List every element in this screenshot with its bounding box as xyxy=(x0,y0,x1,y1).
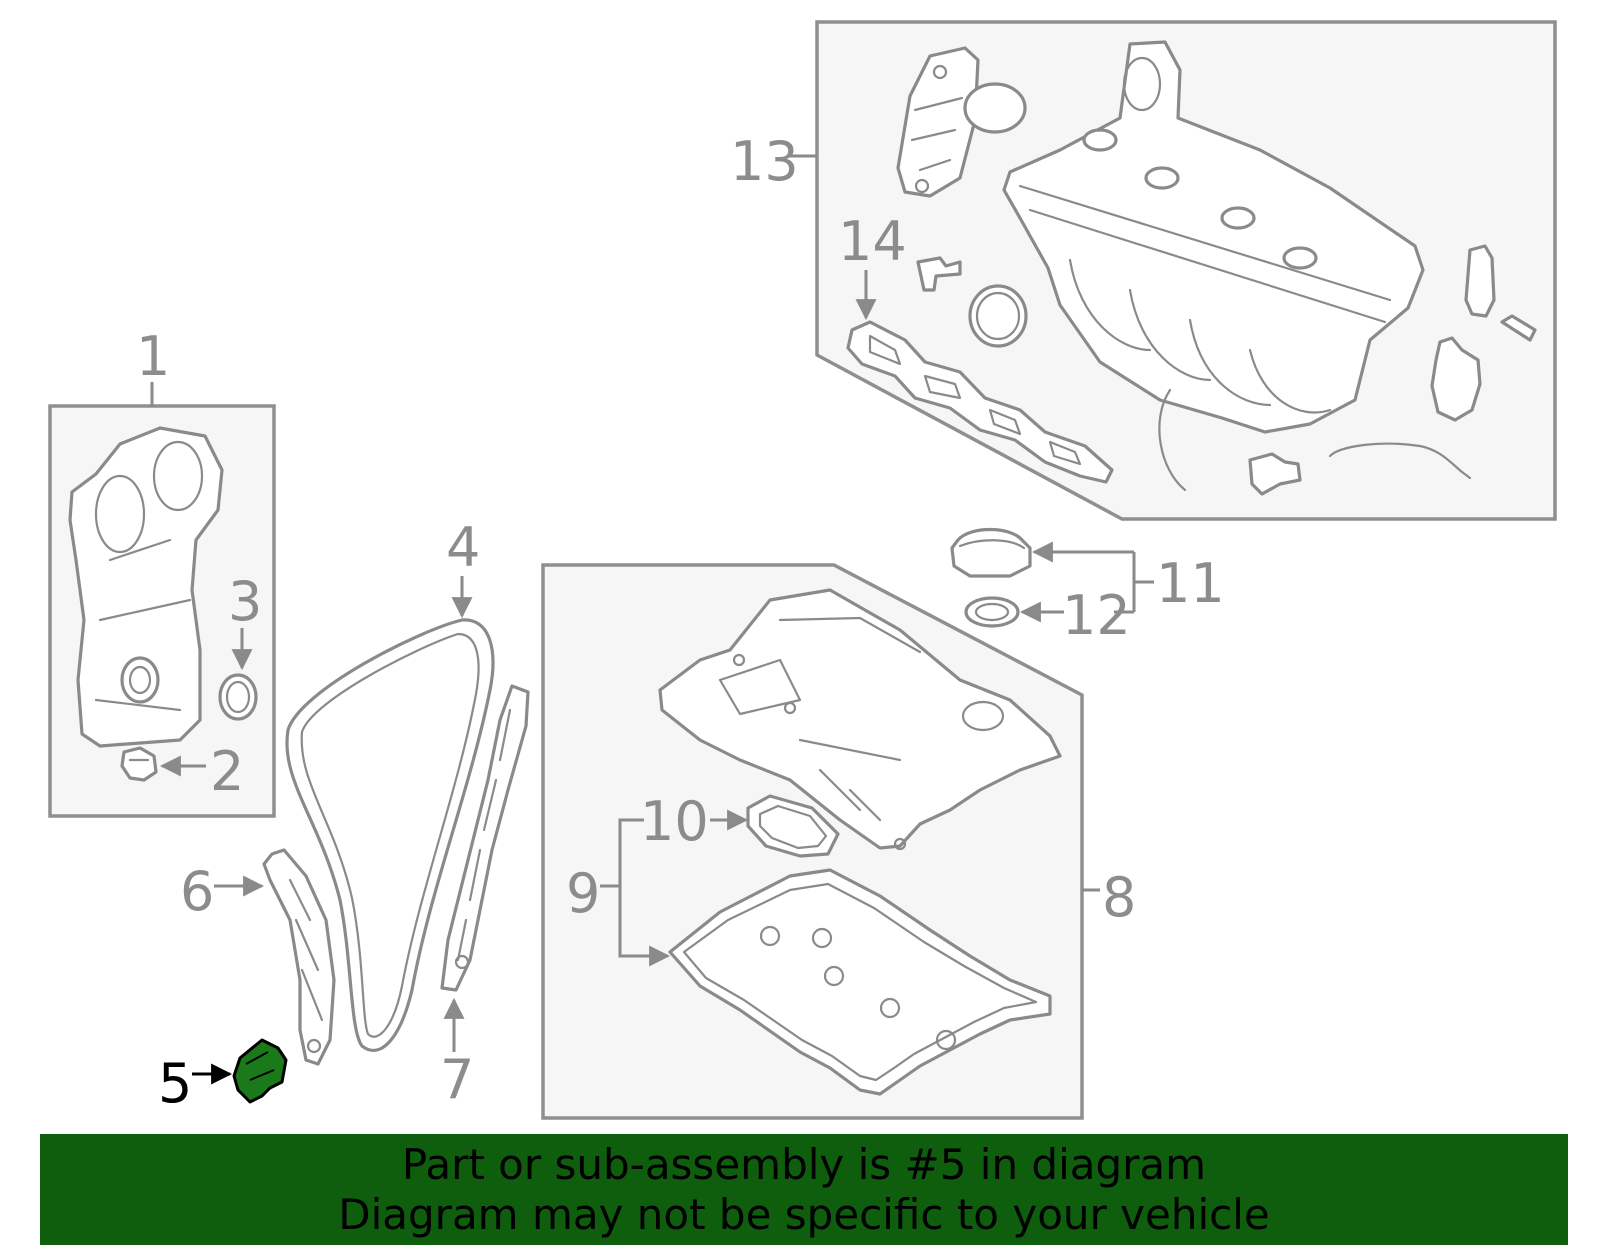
valve-cover-drawing xyxy=(658,588,1062,851)
info-banner: Part or sub-assembly is #5 in diagram Di… xyxy=(40,1134,1568,1245)
banner-line-1: Part or sub-assembly is #5 in diagram xyxy=(401,1140,1207,1189)
timing-cover-group: 1 3 2 xyxy=(48,325,276,818)
callout-13[interactable]: 13 xyxy=(730,130,799,193)
callout-8[interactable]: 8 xyxy=(1102,866,1136,929)
manifold-gasket-drawing xyxy=(846,320,1114,484)
small-parts-drawing xyxy=(916,244,1537,496)
timing-cover-drawing xyxy=(68,426,224,748)
tensioner-arm-group: 6 xyxy=(180,848,336,1066)
timing-chain-drawing xyxy=(285,618,495,1052)
callout-3[interactable]: 3 xyxy=(228,570,262,633)
callout-5[interactable]: 5 xyxy=(158,1052,192,1115)
callout-2[interactable]: 2 xyxy=(210,740,244,803)
intake-manifold-drawing xyxy=(1002,40,1425,492)
oil-filler-cap-group: 11 12 xyxy=(950,528,1225,647)
tensioner-highlighted-group[interactable]: 5 xyxy=(158,1038,288,1115)
callout-1[interactable]: 1 xyxy=(136,325,170,388)
callout-11[interactable]: 11 xyxy=(1156,552,1225,615)
timing-chain-group: 4 xyxy=(285,516,495,1052)
intake-manifold-group: 13 14 xyxy=(730,20,1557,521)
callout-9[interactable]: 9 xyxy=(566,862,600,925)
banner-line-2: Diagram may not be specific to your vehi… xyxy=(338,1190,1270,1239)
callout-6[interactable]: 6 xyxy=(180,860,214,923)
callout-12[interactable]: 12 xyxy=(1062,584,1131,647)
throttle-body-drawing xyxy=(896,46,1027,198)
oil-cap-drawing xyxy=(950,528,1032,578)
oil-cap-seal-drawing xyxy=(964,596,1020,628)
valve-cover-group: 8 10 9 xyxy=(541,563,1136,1120)
chain-guide-group: 7 xyxy=(440,684,530,1111)
chain-guide-drawing xyxy=(440,684,530,992)
callout-4[interactable]: 4 xyxy=(446,516,480,579)
callout-14[interactable]: 14 xyxy=(838,210,907,273)
tensioner-drawing[interactable] xyxy=(232,1038,288,1104)
callout-10[interactable]: 10 xyxy=(640,790,709,853)
spark-plug-gasket-drawing xyxy=(746,794,840,858)
callout-7[interactable]: 7 xyxy=(440,1048,474,1111)
tensioner-arm-drawing xyxy=(262,848,336,1066)
cover-bolt-drawing xyxy=(120,746,158,782)
front-seal-drawing xyxy=(218,673,258,721)
